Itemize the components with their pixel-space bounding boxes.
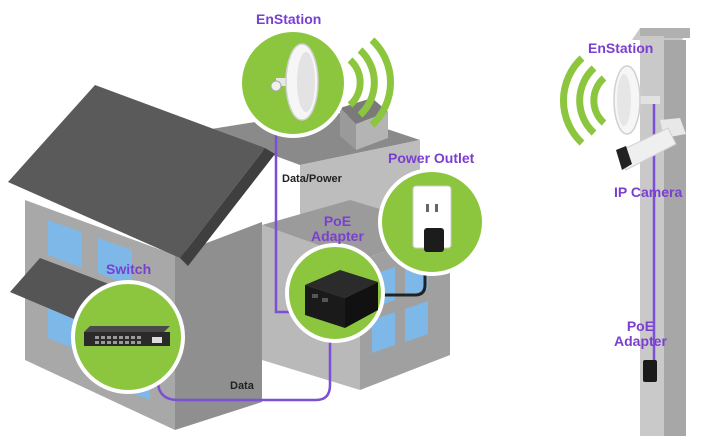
label-enstation-right: EnStation — [588, 40, 654, 56]
cable-data — [156, 322, 332, 402]
house-side-wall — [175, 222, 262, 430]
switch-uplink — [152, 337, 162, 343]
enstation-left-mount — [276, 78, 294, 86]
power-outlet-bubble — [378, 168, 486, 276]
poe-box-top — [305, 270, 378, 298]
pole-side — [664, 40, 686, 436]
label-poe-adapter-right-line1: PoE — [626, 318, 655, 334]
label-poe-adapter-left: PoE Adapter — [311, 214, 364, 244]
pole-crossbar — [640, 28, 690, 38]
annex-window-3 — [372, 312, 395, 353]
power-plug — [424, 228, 444, 252]
enstation-left-mount-ring — [270, 80, 282, 92]
poe-port-1 — [312, 294, 318, 298]
pole — [632, 28, 690, 436]
house-roof-edge — [180, 148, 275, 266]
enstation-right-mount — [640, 96, 660, 104]
poe-box-side — [345, 282, 378, 328]
enstation-left-bubble — [238, 28, 348, 138]
house-roof — [8, 85, 265, 258]
enstation-right-dish-inner — [617, 74, 631, 126]
house-window-2 — [98, 238, 132, 286]
power-cord — [379, 250, 427, 297]
label-data: Data — [230, 380, 254, 392]
label-data-power: Data/Power — [282, 173, 342, 185]
chimney-side — [340, 108, 356, 150]
label-enstation-left: EnStation — [256, 11, 322, 27]
poe-adapter-bubble — [285, 243, 385, 343]
annex-window-4 — [405, 301, 428, 342]
switch-ports — [95, 336, 141, 344]
switch-body-top — [84, 326, 170, 332]
outlet-slot-1 — [426, 204, 429, 212]
switch-bubble — [71, 280, 185, 394]
label-switch: Switch — [106, 261, 152, 277]
signal-waves-right — [559, 55, 607, 146]
label-poe-adapter-left-line2: Adapter — [311, 228, 364, 244]
poe-port-2 — [322, 298, 328, 302]
enstation-right — [613, 65, 660, 135]
label-ip-camera: IP Camera — [614, 184, 683, 200]
enstation-left-dish-inner — [297, 52, 315, 112]
camera-lens — [616, 146, 632, 170]
house — [8, 85, 450, 430]
pole-poe-adapter — [643, 360, 657, 382]
signal-waves-left — [347, 37, 395, 128]
outlet-slot-2 — [435, 204, 438, 212]
label-poe-adapter-right: PoE Adapter — [614, 319, 667, 349]
label-poe-adapter-left-line1: PoE — [323, 213, 352, 229]
label-poe-adapter-right-line2: Adapter — [614, 333, 667, 349]
ip-camera — [616, 118, 686, 171]
label-power-outlet: Power Outlet — [388, 150, 475, 166]
house-window-1 — [48, 220, 82, 268]
